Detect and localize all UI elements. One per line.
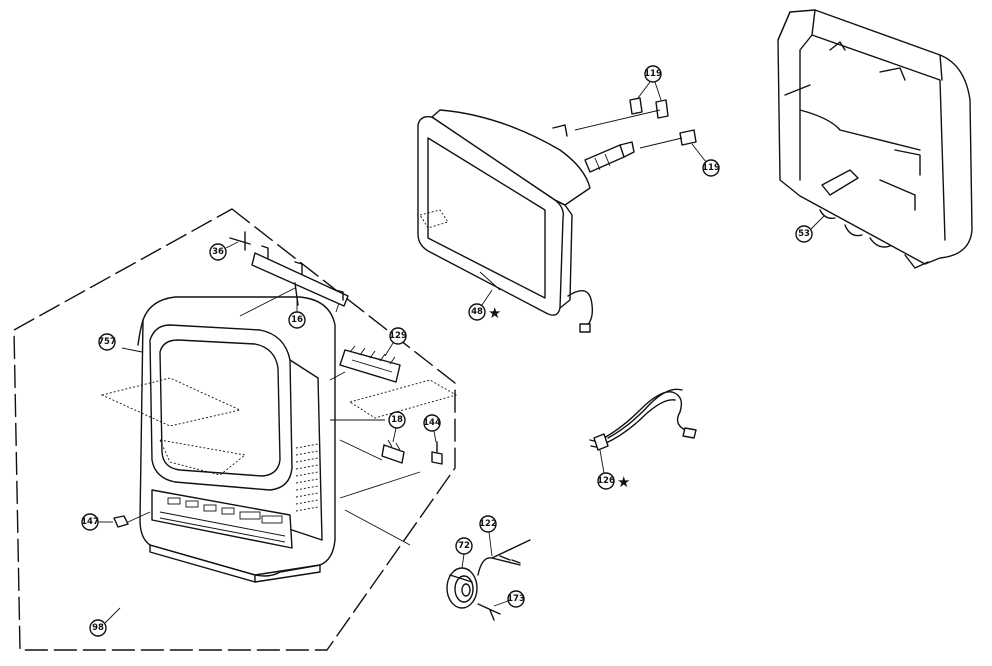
svg-text:72: 72 <box>458 541 470 551</box>
callout-144: 144 <box>423 414 441 443</box>
speaker-part-72 <box>446 567 478 609</box>
terminal-board-part-129 <box>339 345 401 383</box>
callout-16: 16 <box>288 300 306 329</box>
callout-126: 126 ★ <box>597 449 630 491</box>
svg-text:119: 119 <box>702 163 720 173</box>
svg-text:18: 18 <box>391 415 403 425</box>
star-symbol-48: ★ <box>488 304 501 322</box>
callout-757: 757 <box>98 333 116 351</box>
callout-147: 147 <box>81 513 113 531</box>
callout-98: 98 <box>89 607 121 637</box>
bracket-part-18 <box>381 439 405 464</box>
back-cabinet <box>777 9 973 269</box>
screw-part-36 <box>229 231 251 251</box>
wire-part-122 <box>477 539 531 576</box>
bracket-part-119-top <box>552 97 669 137</box>
leader-lines <box>121 287 421 546</box>
callout-18: 18 <box>388 411 406 443</box>
callout-119-right: 119 <box>691 143 720 177</box>
svg-text:144: 144 <box>423 418 441 428</box>
svg-text:16: 16 <box>291 315 303 325</box>
svg-text:122: 122 <box>479 519 497 529</box>
svg-text:119: 119 <box>644 69 662 79</box>
bracket-part-119-right <box>639 129 697 149</box>
callout-129: 129 <box>384 327 407 357</box>
svg-text:48: 48 <box>471 307 483 317</box>
screw-part-173 <box>477 603 501 621</box>
callout-122: 122 <box>479 515 497 557</box>
front-cabinet <box>100 296 458 583</box>
callout-72: 72 <box>455 537 473 569</box>
callout-173: 173 <box>493 590 525 608</box>
callout-36: 36 <box>209 241 239 261</box>
callout-53: 53 <box>795 215 825 243</box>
svg-text:36: 36 <box>212 247 224 257</box>
callout-48: 48 ★ <box>468 289 501 322</box>
control-panel <box>151 489 293 549</box>
svg-text:173: 173 <box>507 594 525 604</box>
callout-119-top: 119 <box>637 65 662 101</box>
svg-text:98: 98 <box>92 623 104 633</box>
power-cord <box>589 388 697 451</box>
knob-part-144 <box>431 441 443 465</box>
svg-text:757: 757 <box>98 337 116 347</box>
svg-text:126: 126 <box>597 476 615 486</box>
crt-picture-tube <box>417 109 635 333</box>
button-part-147 <box>113 515 129 528</box>
svg-text:147: 147 <box>81 517 99 527</box>
star-symbol-126: ★ <box>617 473 630 491</box>
svg-text:129: 129 <box>389 331 407 341</box>
svg-text:53: 53 <box>798 229 810 239</box>
bracket-part-16 <box>251 245 349 307</box>
assembly-boundary <box>13 208 456 651</box>
